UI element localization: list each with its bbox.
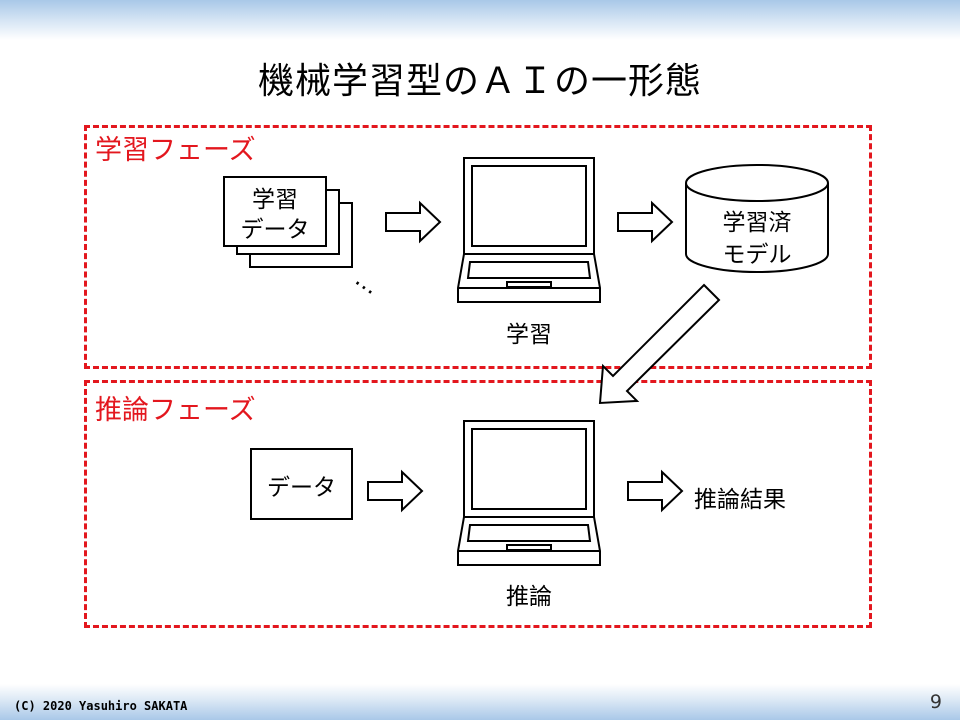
inference-result-label: 推論結果 [694,487,786,513]
model-label-line1: 学習済 [722,210,792,236]
inference-phase-label: 推論フェーズ [95,395,256,426]
learning-data-label-line1: 学習 [252,187,298,213]
footer-band [0,684,960,720]
arrow-model-to-inference [598,283,721,405]
learning-computer-caption: 学習 [506,322,552,348]
inference-data-label: データ [267,475,336,501]
inference-phase-box [84,380,872,628]
learning-phase-label: 学習フェーズ [95,135,256,166]
arrow-learning-to-model [617,200,674,244]
arrow-data-to-learning [385,200,442,244]
slide-title: 機械学習型のＡＩの一形態 [257,61,702,102]
model-label-line2: モデル [722,242,792,268]
header-band [0,0,960,40]
learning-phase-box [84,125,872,369]
inference-computer-caption: 推論 [506,584,552,610]
learning-data-label-line2: データ [240,217,310,243]
copyright-notice: (C) 2020 Yasuhiro SAKATA [14,699,188,713]
data-document-stack [223,176,353,268]
inference-data-box [250,448,353,520]
inference-laptop-icon [457,420,601,566]
learning-laptop-icon [457,157,601,303]
trained-model-cylinder-icon [685,164,829,273]
arrow-data-to-inference [367,469,424,513]
arrow-inference-to-result [627,469,684,513]
page-number: 9 [929,691,942,713]
